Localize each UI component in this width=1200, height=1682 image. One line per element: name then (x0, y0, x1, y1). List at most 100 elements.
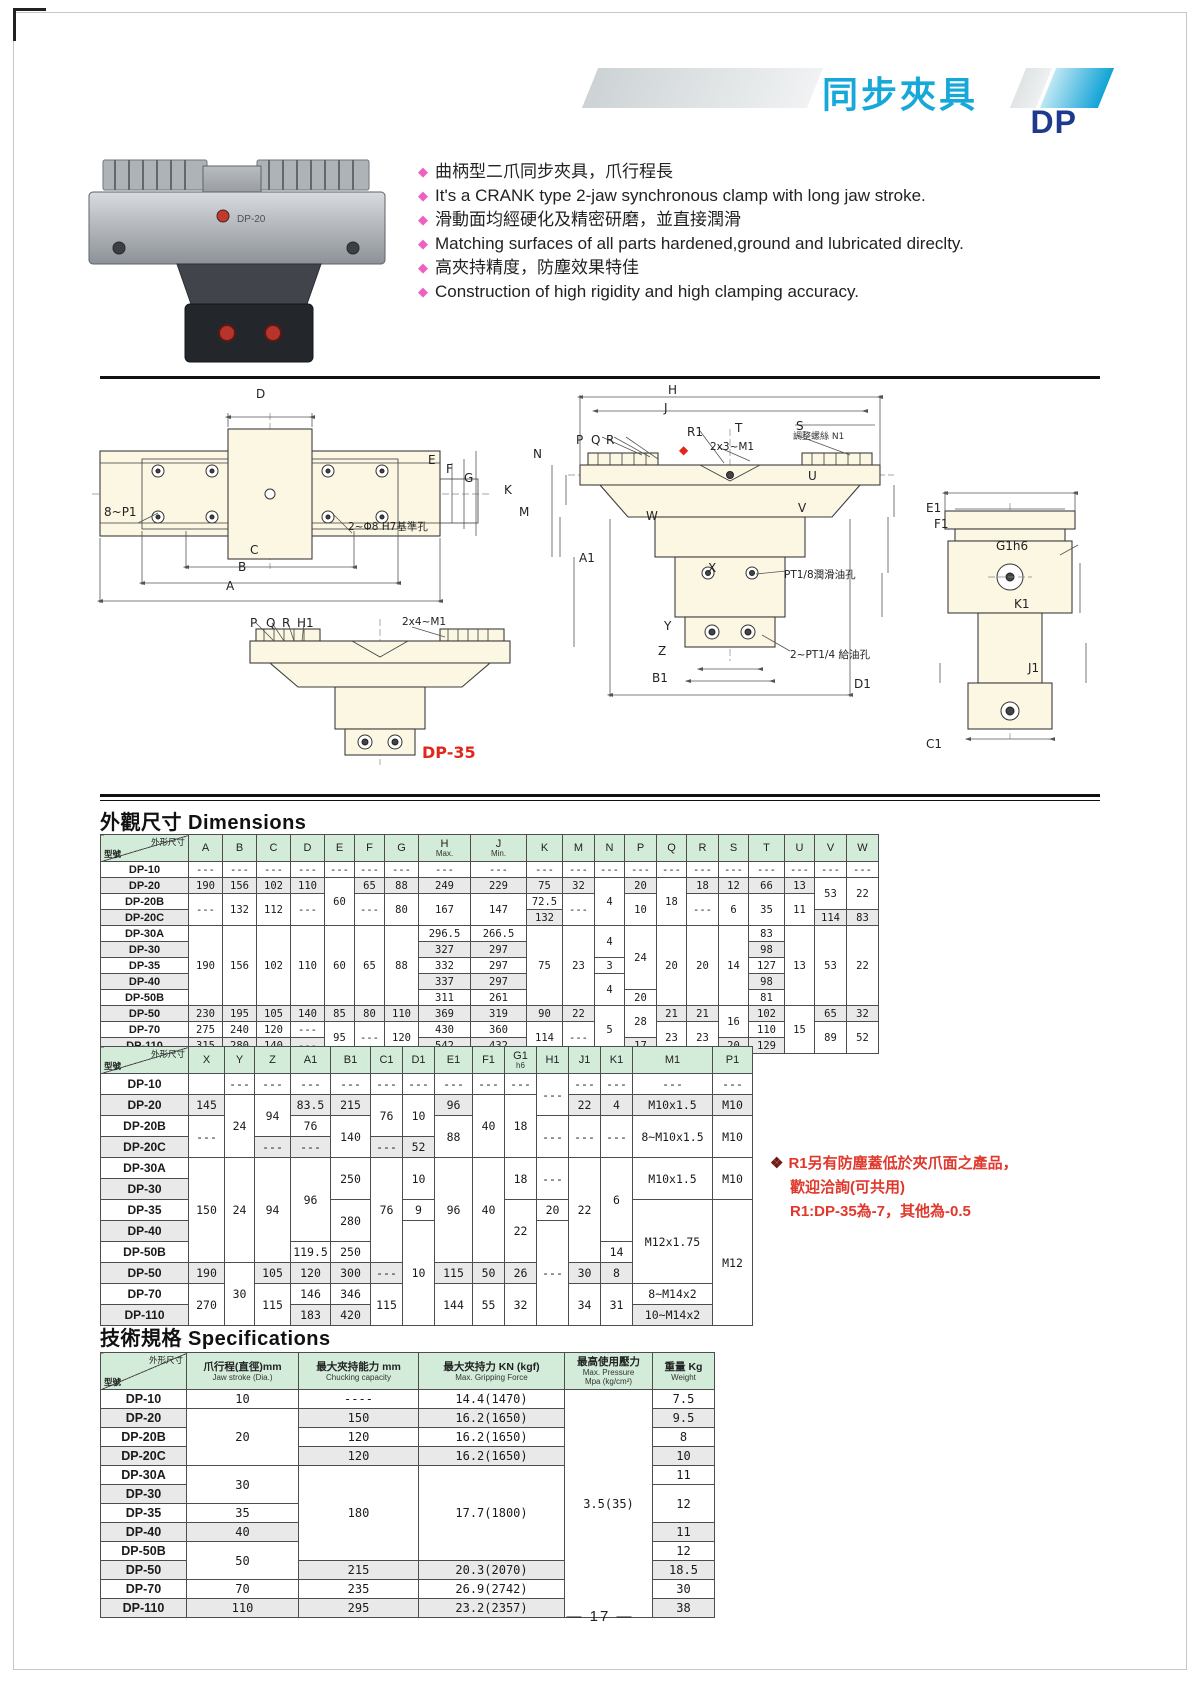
dim-label: A1 (579, 551, 595, 565)
dim-cell: 145 (188, 1094, 225, 1116)
dim-cell: 4 (594, 877, 625, 926)
dim-cell: --- (686, 861, 719, 878)
corner-header: 外形尺寸型號 (100, 834, 189, 862)
col-header: W (846, 834, 879, 862)
dim-cell: --- (536, 1115, 569, 1158)
dim-cell: --- (370, 1262, 403, 1284)
dim-cell: 10 (624, 893, 657, 926)
dim-cell: 30 (224, 1262, 255, 1326)
dim-cell: 3.5(35) (564, 1389, 653, 1618)
dim-cell: 40 (472, 1094, 505, 1158)
dim-label: W (646, 509, 658, 523)
col-header: Z (254, 1046, 291, 1074)
dim-label: R (282, 616, 291, 630)
dim-cell: --- (526, 861, 563, 878)
dim-cell: 115 (370, 1283, 403, 1326)
model-label: DP-110 (100, 1304, 189, 1326)
feature-text: 高夾持精度，防塵效果特佳 (435, 258, 639, 277)
front-view-dp35-drawing (249, 619, 511, 765)
diamond-bullet-icon: ◆ (418, 236, 428, 251)
table-row: DP-20C---------52 (100, 1136, 753, 1158)
dim-cell: --- (846, 861, 879, 878)
col-header: T (748, 834, 785, 862)
model-label: DP-50B (100, 989, 189, 1006)
dim-cell: 90 (526, 1005, 563, 1022)
dim-cell: 53 (814, 925, 847, 1006)
model-label: DP-70 (100, 1283, 189, 1305)
dim-cell: --- (224, 1073, 255, 1095)
dim-cell: 266.5 (470, 925, 527, 942)
dim-cell: 119.5 (290, 1241, 331, 1263)
dim-cell: 20 (624, 877, 657, 894)
dim-label: M (519, 505, 530, 519)
dim-label: Q (266, 616, 276, 630)
dim-cell: 110 (748, 1021, 785, 1038)
dim-cell: 83 (846, 909, 879, 926)
feature-item: ◆Construction of high rigidity and high … (418, 280, 1058, 304)
dim-cell: 55 (472, 1283, 505, 1326)
dim-label: P (576, 433, 584, 447)
dim-cell: 430 (418, 1021, 471, 1038)
dim-cell: 80 (384, 893, 419, 926)
dim-cell: M10 (712, 1115, 753, 1158)
dim-cell: 235 (298, 1579, 419, 1599)
dim-cell: 76 (370, 1157, 403, 1263)
dim-cell: 129 (748, 1037, 785, 1054)
col-header: N (594, 834, 625, 862)
dim-cell: 18 (686, 877, 719, 894)
dim-cell: 10 (186, 1389, 299, 1409)
dim-cell: 140 (330, 1115, 371, 1158)
model-label: DP-40 (100, 973, 189, 990)
dim-cell: 66 (748, 877, 785, 894)
dim-cell: 115 (254, 1283, 291, 1326)
feature-item: ◆It's a CRANK type 2-jaw synchronous cla… (418, 184, 1058, 208)
dim-cell: 146 (290, 1283, 331, 1305)
dim-cell: 16 (718, 1005, 749, 1038)
col-header: D (290, 834, 325, 862)
dim-cell: 229 (470, 877, 527, 894)
model-label: DP-20C (100, 909, 189, 926)
dim-cell: 132 (526, 909, 563, 926)
col-header: Y (224, 1046, 255, 1074)
dim-label: U (808, 469, 817, 483)
dim-cell: 369 (418, 1005, 471, 1022)
dim-cell: --- (656, 861, 687, 878)
dim-cell: 13 (784, 877, 815, 894)
dim-label: G1h6 (996, 539, 1029, 553)
dim-cell: 190 (188, 1262, 225, 1284)
dim-cell: 10 (652, 1446, 715, 1466)
col-header: D1 (402, 1046, 435, 1074)
note-line-1: R1另有防塵蓋低於夾爪面之產品， (788, 1155, 1018, 1172)
dim-cell: 6 (600, 1157, 633, 1242)
dim-cell: 296.5 (418, 925, 471, 942)
dim-cell: --- (600, 1073, 633, 1095)
dim-cell: --- (402, 1073, 435, 1095)
dim-cell: --- (254, 1136, 291, 1158)
dim-cell: 280 (330, 1199, 371, 1242)
dim-cell: 327 (418, 941, 471, 958)
dim-label: H1 (297, 616, 314, 630)
dim-cell: 10 (402, 1094, 435, 1137)
dim-cell: --- (784, 861, 815, 878)
dim-cell: 12 (652, 1541, 715, 1561)
dim-cell: --- (188, 861, 223, 878)
dim-cell: 20 (186, 1408, 299, 1466)
dim-cell: 35 (186, 1503, 299, 1523)
dim-cell: 346 (330, 1283, 371, 1305)
dim-cell: M12 (712, 1199, 753, 1326)
model-label: DP-40 (100, 1522, 187, 1542)
note-line-3: R1:DP-35為-7，其他為-0.5 (790, 1203, 971, 1220)
feature-item: ◆曲柄型二爪同步夾具，爪行程長 (418, 160, 1058, 184)
dim-cell: 4 (600, 1094, 633, 1116)
dim-cell: 114 (814, 909, 847, 926)
dim-label: 2~PT1/4 給油孔 (790, 649, 870, 661)
dim-cell: M10 (712, 1094, 753, 1116)
dim-cell: 360 (470, 1021, 527, 1038)
